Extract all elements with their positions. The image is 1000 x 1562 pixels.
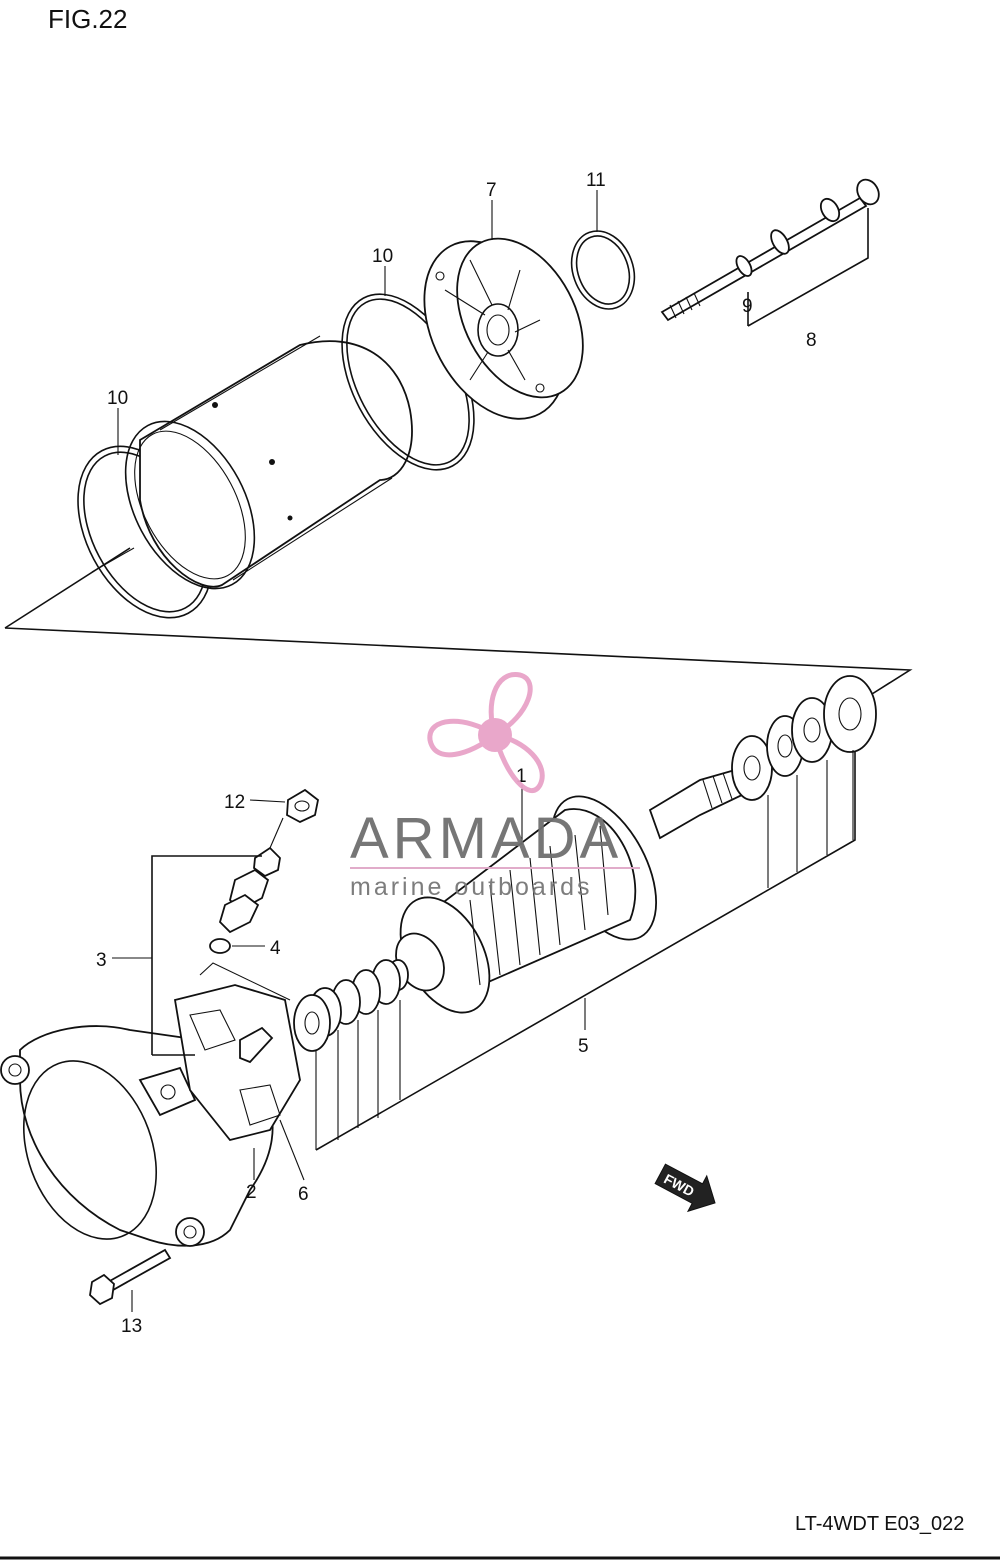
callout-10-left: 10: [107, 388, 128, 409]
motor-yoke-housing: [124, 335, 413, 590]
brush-end-housing: [0, 984, 301, 1247]
shaft-washers-right: [731, 675, 877, 888]
callout-numbers: 1 2 3 4 5 6 7 8 9 10 10 11 12 13: [96, 170, 817, 1337]
o-ring-11: [570, 230, 636, 310]
terminal-bolt-set: [151, 788, 319, 1064]
watermark-subtitle: marine outboards: [350, 873, 593, 901]
callout-3: 3: [96, 950, 107, 971]
callout-8: 8: [806, 330, 817, 351]
leader-lines: [91, 190, 598, 1312]
end-cover-bracket: [423, 237, 584, 420]
fwd-direction-arrow: FWD: [654, 1163, 716, 1213]
shaft-washers-left: [293, 959, 401, 1150]
armada-watermark: ARMADA marine outboards: [350, 672, 640, 901]
propeller-logo-icon: [427, 672, 545, 794]
callout-4: 4: [270, 938, 281, 959]
watermark-title: ARMADA: [350, 806, 622, 871]
callout-5: 5: [578, 1036, 589, 1057]
callout-6: 6: [298, 1184, 309, 1205]
callout-9: 9: [742, 296, 753, 317]
part-5-bracket: [315, 752, 856, 1151]
callout-13: 13: [121, 1316, 142, 1337]
assembly-guide-lines: [4, 547, 913, 706]
through-bolt-set: [660, 178, 880, 327]
callout-7: 7: [486, 180, 497, 201]
callout-1: 1: [516, 766, 527, 787]
mounting-bolt-13: [89, 1248, 172, 1306]
callout-10-middle: 10: [372, 246, 393, 267]
callout-12: 12: [224, 792, 245, 813]
callout-2: 2: [246, 1182, 257, 1203]
callout-11: 11: [586, 170, 606, 191]
figure-title: FIG.22: [48, 4, 127, 34]
figure-code: LT-4WDT E03_022: [795, 1513, 964, 1535]
